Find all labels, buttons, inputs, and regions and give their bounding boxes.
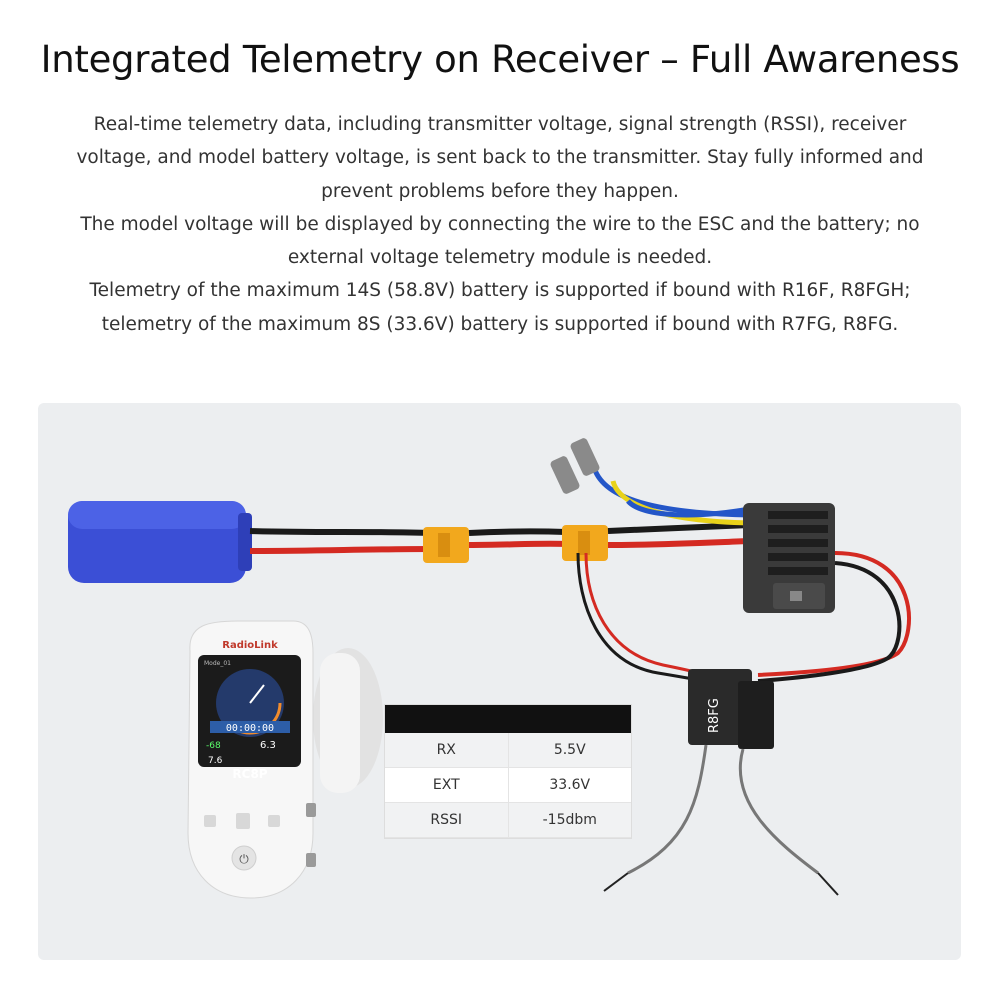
description-paragraph-3: Telemetry of the maximum 14S (58.8V) bat… [89, 280, 911, 335]
battery-pack [68, 501, 252, 583]
product-photo: R8FG 00:00:00 -68 6.3 7.6 Mode_01 RadioL… [38, 403, 961, 960]
motor-plugs [550, 438, 600, 494]
telemetry-rows: RX 5.5V EXT 33.6V RSSI -15dbm [385, 733, 631, 838]
transmitter-rssi-readout: -68 [206, 741, 221, 751]
description-paragraph-2: The model voltage will be displayed by c… [80, 213, 920, 269]
transmitter-mode: Mode_01 [204, 660, 231, 667]
transmitter-brand: RadioLink [222, 640, 278, 651]
telemetry-label: RX [385, 733, 509, 768]
telemetry-value: -15dbm [508, 802, 631, 838]
table-row: RX 5.5V [385, 733, 631, 768]
description-paragraph-1: Real-time telemetry data, including tran… [76, 114, 924, 202]
telemetry-table: RX 5.5V EXT 33.6V RSSI -15dbm [385, 705, 631, 838]
receiver-r8fg: R8FG [688, 669, 774, 749]
xt-connector-2 [562, 525, 608, 561]
esc-unit [743, 503, 835, 613]
power-icon: ⏻ [239, 852, 249, 866]
xt-connector-1 [423, 527, 469, 563]
transmitter-rx-readout: 7.6 [208, 756, 223, 766]
telemetry-label: EXT [385, 767, 509, 803]
transmitter-rc8p: 00:00:00 -68 6.3 7.6 Mode_01 RadioLink R… [187, 620, 383, 899]
transmitter-voltage-readout: 6.3 [260, 740, 276, 751]
wiring-illustration: R8FG 00:00:00 -68 6.3 7.6 Mode_01 RadioL… [68, 438, 911, 899]
telemetry-value: 33.6V [508, 767, 631, 803]
receiver-model-label: R8FG [707, 698, 722, 733]
description: Real-time telemetry data, including tran… [60, 108, 940, 341]
telemetry-label: RSSI [385, 802, 509, 838]
telemetry-value: 5.5V [508, 733, 631, 768]
telemetry-table-header [385, 705, 631, 733]
table-row: RSSI -15dbm [385, 802, 631, 838]
page-title: Integrated Telemetry on Receiver – Full … [40, 38, 960, 81]
transmitter-model-label: RC8P [232, 767, 267, 781]
table-row: EXT 33.6V [385, 767, 631, 803]
transmitter-timer: 00:00:00 [226, 723, 274, 734]
